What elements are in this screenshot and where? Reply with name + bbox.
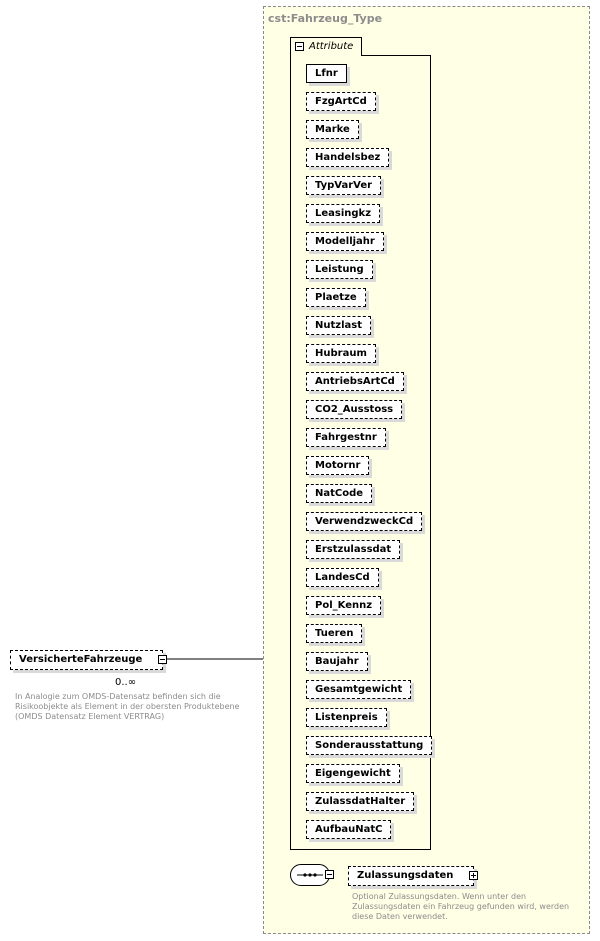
attribute-item[interactable]: Lfnr	[306, 64, 347, 83]
cardinality: 0..∞	[115, 677, 137, 688]
collapse-icon[interactable]	[325, 870, 334, 879]
root-element-name: VersicherteFahrzeuge	[19, 654, 143, 665]
attribute-item[interactable]: Hubraum	[306, 344, 376, 363]
doc-line: (OMDS Datensatz Element VERTRAG)	[15, 712, 165, 721]
attribute-group	[290, 55, 431, 850]
attribute-item[interactable]: Handelsbez	[306, 148, 390, 167]
expand-icon[interactable]	[469, 871, 479, 880]
attribute-item[interactable]: VerwendzweckCd	[306, 512, 423, 531]
child-element[interactable]: Zulassungsdaten	[348, 866, 479, 886]
attribute-group-tab[interactable]: Attribute	[290, 37, 362, 56]
collapse-icon[interactable]	[295, 42, 304, 51]
attribute-item[interactable]: Gesamtgewicht	[306, 680, 412, 699]
attribute-item[interactable]: TypVarVer	[306, 176, 382, 195]
root-documentation: In Analogie zum OMDS-Datensatz befinden …	[15, 692, 239, 722]
attribute-item[interactable]: Pol_Kennz	[306, 596, 382, 615]
attribute-item[interactable]: Listenpreis	[306, 708, 387, 727]
attribute-item[interactable]: Fahrgestnr	[306, 428, 386, 447]
root-element[interactable]: VersicherteFahrzeuge	[10, 650, 168, 670]
type-title: cst:Fahrzeug_Type	[268, 12, 383, 25]
collapse-icon[interactable]	[158, 655, 168, 664]
attribute-item[interactable]: Leasingkz	[306, 204, 381, 223]
attribute-item[interactable]: Tueren	[306, 624, 363, 643]
attribute-item[interactable]: Plaetze	[306, 288, 366, 307]
attribute-item[interactable]: Eigengewicht	[306, 764, 400, 783]
doc-line: Zulassungsdaten ein Fahrzeug gefunden wi…	[352, 902, 570, 911]
doc-line: diese Daten verwendet.	[352, 912, 448, 921]
attribute-item[interactable]: Marke	[306, 120, 359, 139]
attribute-item[interactable]: FzgArtCd	[306, 92, 376, 111]
child-documentation: Optional Zulassungsdaten. Wenn unter den…	[352, 892, 569, 922]
attribute-group-label: Attribute	[309, 41, 354, 52]
attribute-item[interactable]: Sonderausstattung	[306, 736, 433, 755]
attribute-item[interactable]: Leistung	[306, 260, 373, 279]
attribute-item[interactable]: AntriebsArtCd	[306, 372, 404, 391]
attribute-item[interactable]: CO2_Ausstoss	[306, 400, 403, 419]
attribute-item[interactable]: Modelljahr	[306, 232, 384, 251]
attribute-item[interactable]: AufbauNatC	[306, 820, 392, 839]
attribute-item[interactable]: NatCode	[306, 484, 373, 503]
doc-line: In Analogie zum OMDS-Datensatz befinden …	[15, 692, 221, 701]
doc-line: Risikoobjekte als Element in der oberste…	[15, 702, 240, 711]
child-element-name: Zulassungsdaten	[357, 870, 454, 881]
attribute-item[interactable]: Baujahr	[306, 652, 368, 671]
attribute-item[interactable]: LandesCd	[306, 568, 379, 587]
sequence-icon	[297, 873, 323, 877]
attribute-item[interactable]: Erstzulassdat	[306, 540, 401, 559]
attribute-item[interactable]: Motornr	[306, 456, 370, 475]
attribute-item[interactable]: Nutzlast	[306, 316, 371, 335]
attribute-item[interactable]: ZulassdatHalter	[306, 792, 415, 811]
doc-line: Optional Zulassungsdaten. Wenn unter den	[352, 892, 527, 901]
sequence-compositor[interactable]	[290, 864, 330, 886]
